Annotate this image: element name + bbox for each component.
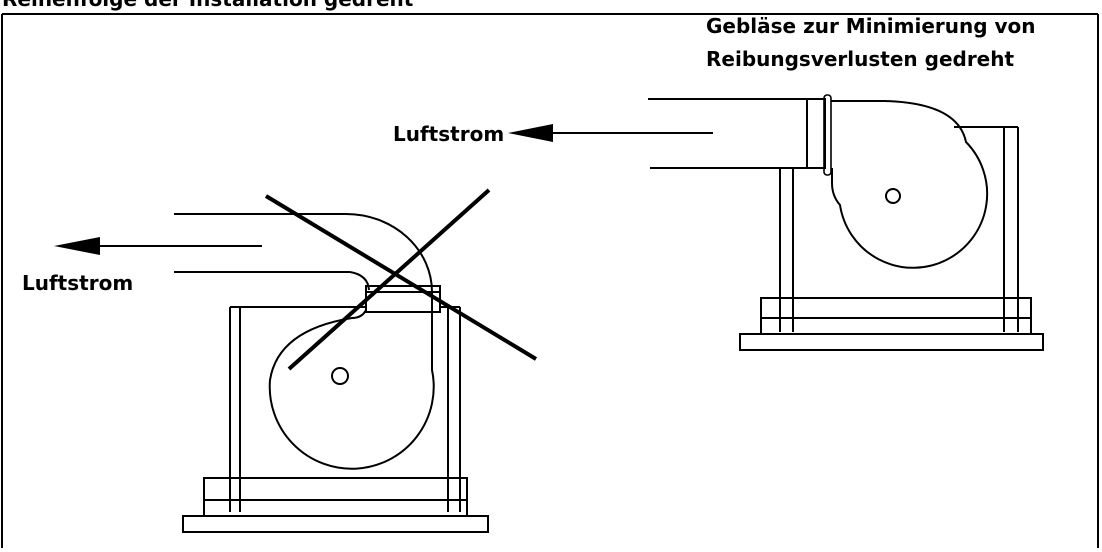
outlet-duct-left [100, 213, 433, 293]
rotated-caption-line2: Reibungsverlusten gedreht [706, 47, 1014, 71]
diagram-frame [1, 13, 1099, 548]
rotated-caption-line1: Gebläse zur Minimierung von [706, 14, 1036, 38]
blower-housing-left [268, 285, 441, 470]
airflow-arrow-left [54, 237, 100, 255]
airflow-label-left: Luftstrom [22, 271, 133, 295]
airflow-arrow-right [508, 124, 553, 142]
outlet-duct-right [553, 98, 808, 169]
partial-top-title: Reihenfolge der Installation gedreht [2, 0, 414, 11]
mounting-bracket-right [739, 126, 1044, 351]
unrotated-blower-incorrect [54, 188, 538, 533]
incorrect-cross-mark [264, 188, 538, 371]
rotated-blower-correct [508, 94, 1044, 351]
blower-housing-right [806, 94, 989, 269]
airflow-label-right: Luftstrom [393, 122, 504, 146]
mounting-bracket-left [182, 306, 489, 533]
